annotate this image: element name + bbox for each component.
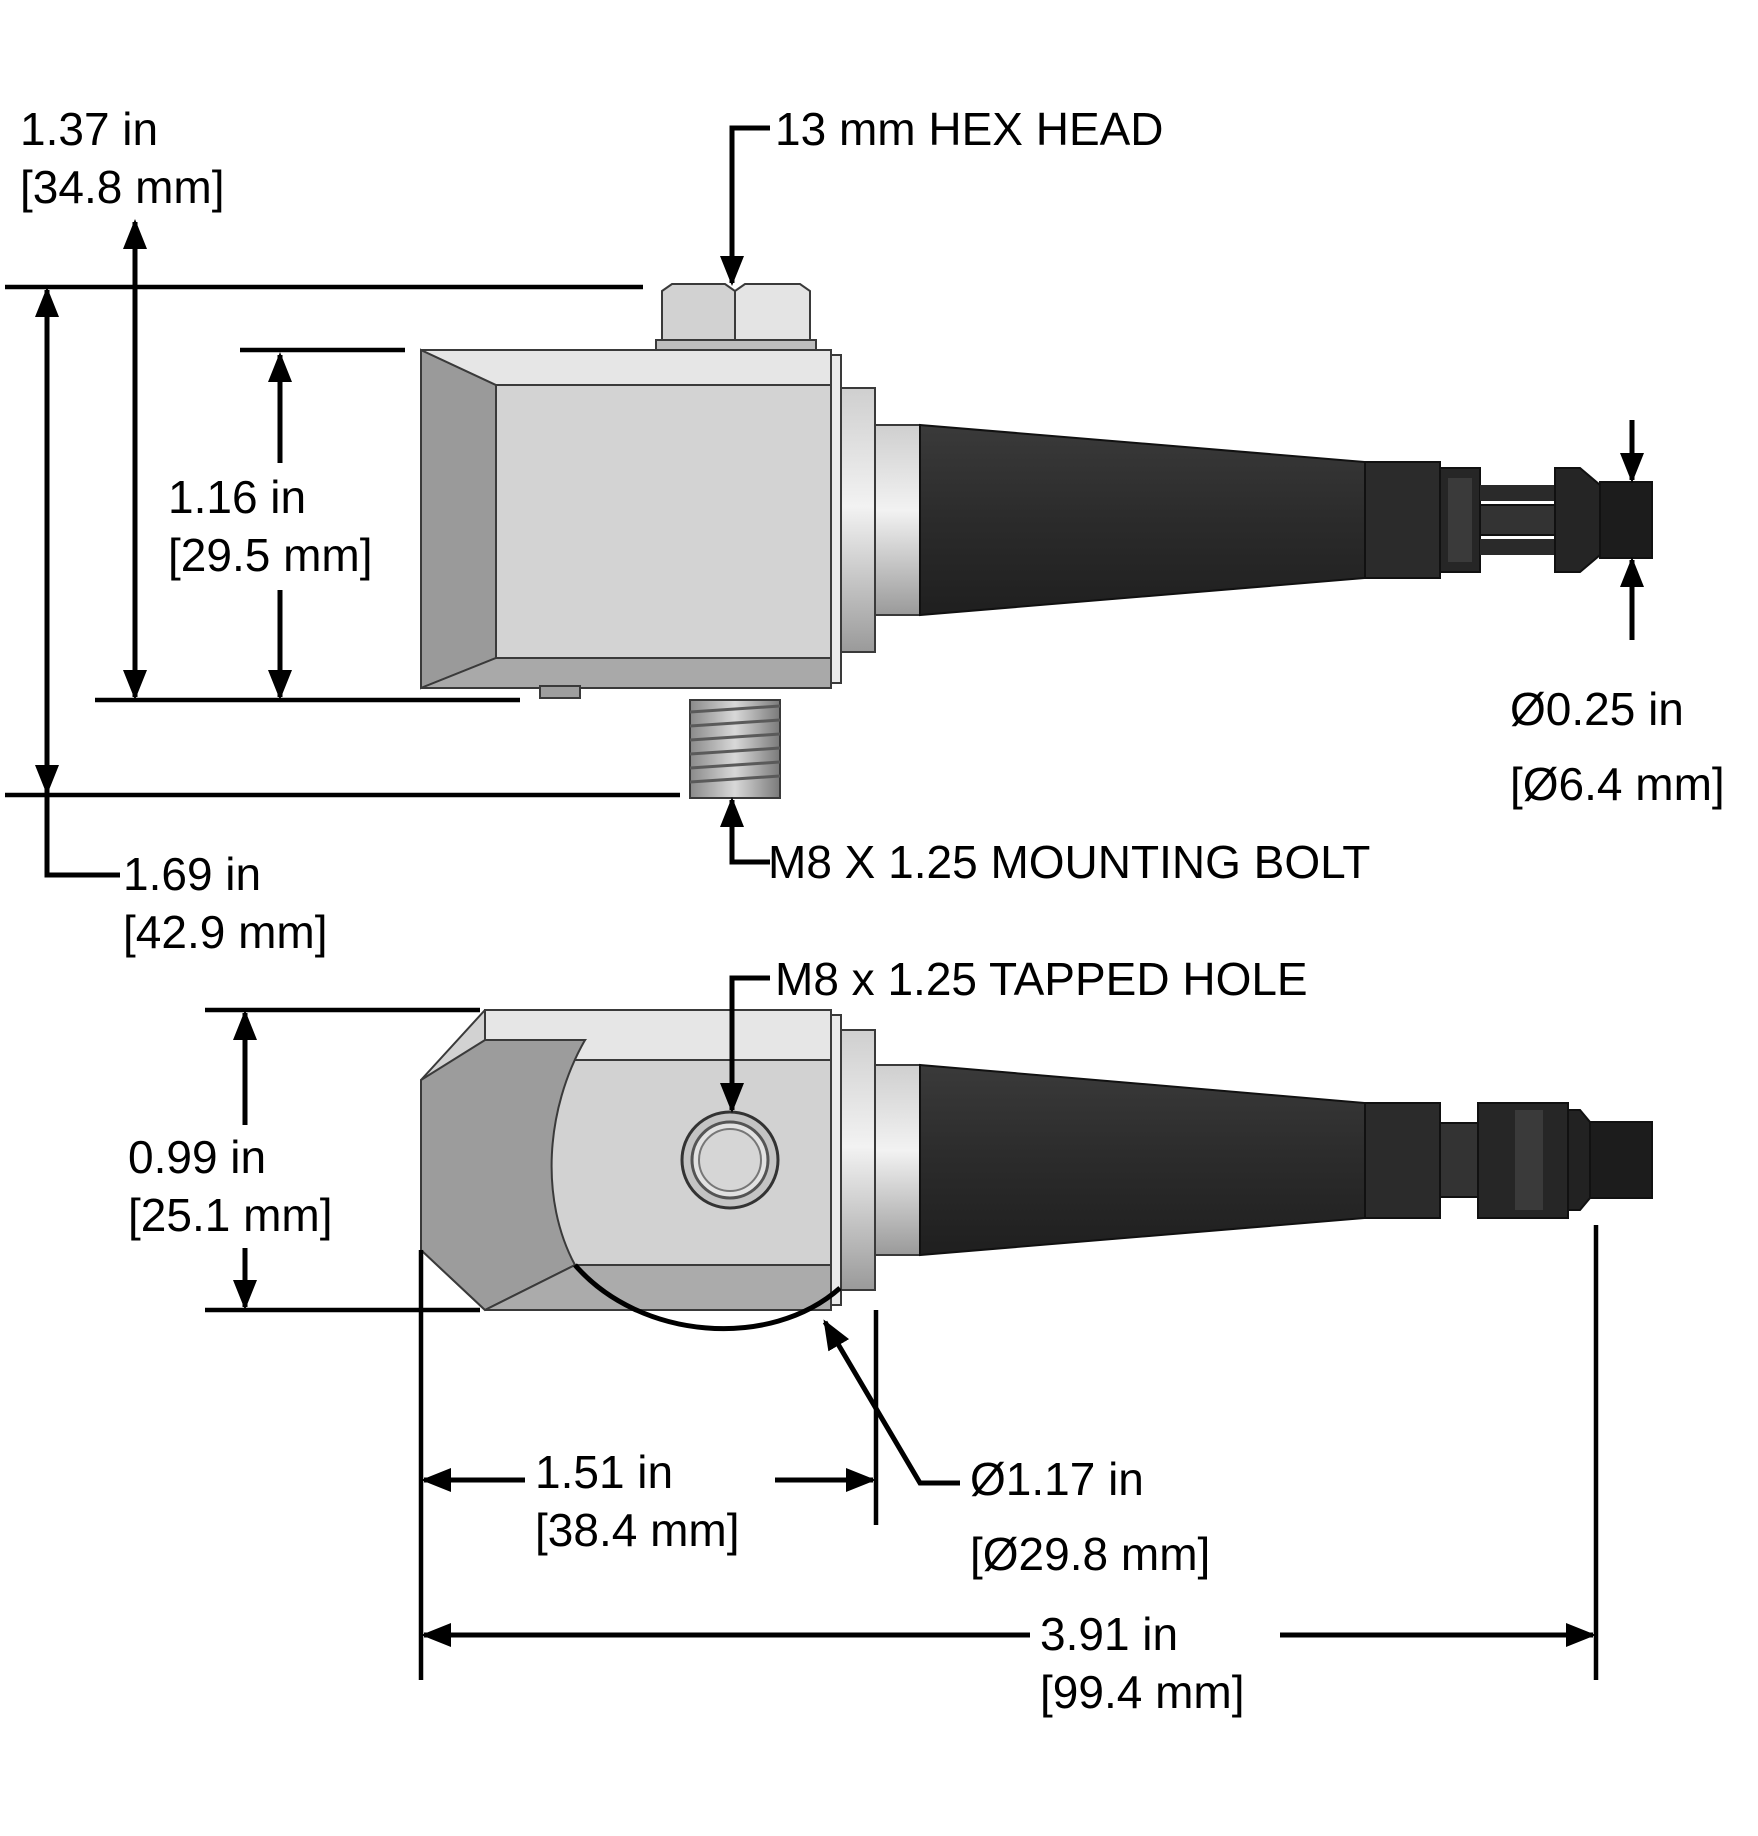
base-diameter-in: Ø1.17 in [970,1453,1144,1505]
overall-length-mm: [99.4 mm] [1040,1666,1245,1718]
height-hex-mm: [34.8 mm] [20,161,225,213]
sensor-body [420,348,842,699]
connector-diameter-in: Ø0.25 in [1510,683,1684,735]
collar-ring [840,387,876,653]
overall-length-in: 3.91 in [1040,1608,1178,1660]
body-length-in: 1.51 in [535,1446,673,1498]
height-body-mm: [29.5 mm] [168,529,373,581]
hex-head [655,283,817,351]
connector-diameter-mm: [Ø6.4 mm] [1510,758,1725,810]
width-bottom-in: 0.99 in [128,1131,266,1183]
cable-connector [1364,1102,1653,1219]
hex-head-callout: 13 mm HEX HEAD [775,103,1164,155]
width-bottom-mm: [25.1 mm] [128,1189,333,1241]
cable-boot [919,1063,1366,1257]
sensor-side-view [420,283,1653,799]
height-total-in: 1.69 in [123,848,261,900]
tapped-hole-callout: M8 x 1.25 TAPPED HOLE [775,953,1308,1005]
dimension-labels: 13 mm HEX HEAD M8 X 1.25 MOUNTING BOLT M… [20,103,1725,1718]
collar-ring [840,1029,876,1291]
body-length-mm: [38.4 mm] [535,1504,740,1556]
height-total-mm: [42.9 mm] [123,906,328,958]
collar-ring [874,424,921,616]
tapped-hole [680,1110,780,1210]
height-body-in: 1.16 in [168,471,306,523]
sensor-bottom-view [420,1009,1653,1332]
cable-boot [919,423,1366,617]
collar-ring [874,1064,921,1256]
cable-connector [1364,461,1653,579]
height-hex-in: 1.37 in [20,103,158,155]
dimension-lines [5,125,1644,1680]
base-diameter-mm: [Ø29.8 mm] [970,1528,1210,1580]
mounting-bolt [689,699,781,799]
mounting-bolt-callout: M8 X 1.25 MOUNTING BOLT [768,836,1370,888]
base-diameter-arc [573,1263,842,1332]
